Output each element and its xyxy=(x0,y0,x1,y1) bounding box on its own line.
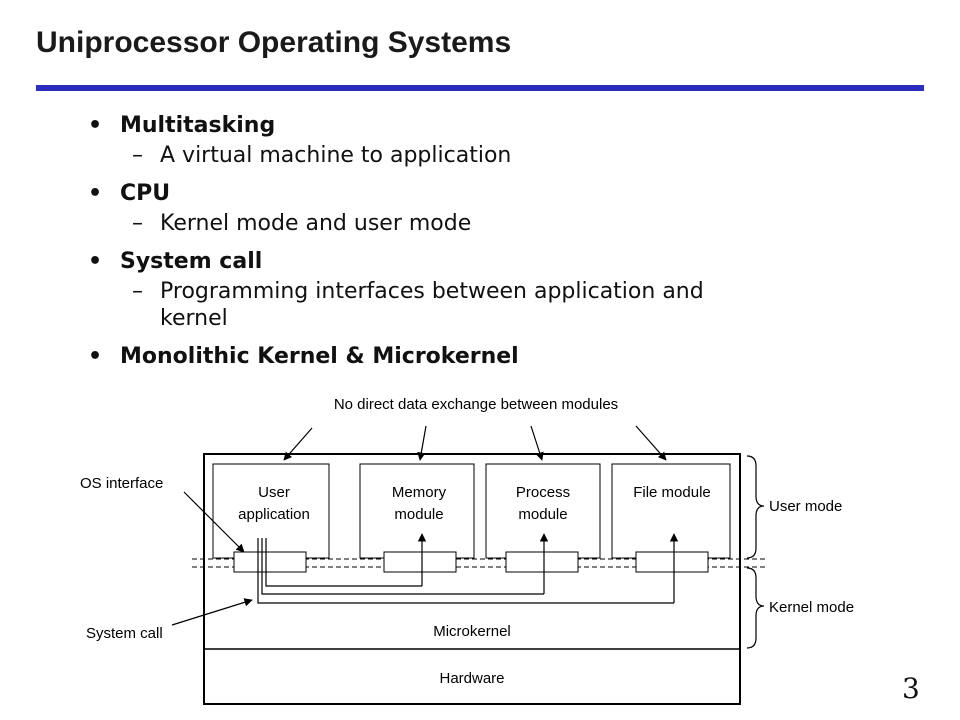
interface-port xyxy=(505,551,579,573)
annotation-arrow xyxy=(635,425,667,461)
microkernel-label: Microkernel xyxy=(433,623,511,640)
module-label: Process xyxy=(516,484,570,501)
microkernel-diagram: User application Memory module Process m… xyxy=(80,396,854,705)
os-interface-arrow xyxy=(183,491,245,553)
interface-port xyxy=(383,551,457,573)
os-interface-label: OS interface xyxy=(80,475,163,492)
user-mode-brace xyxy=(746,455,765,559)
module-label: User xyxy=(258,484,290,501)
slide-title: Uniprocessor Operating Systems xyxy=(36,26,512,59)
module-label: module xyxy=(394,506,443,523)
module-label: module xyxy=(518,506,567,523)
module-box-process xyxy=(485,463,601,559)
module-label: Memory xyxy=(392,484,447,501)
interface-port xyxy=(635,551,709,573)
bullet-cpu: •CPU xyxy=(88,180,171,206)
bullet-system-call: •System call xyxy=(88,248,263,274)
module-box-file xyxy=(611,463,731,559)
system-call-wiring xyxy=(257,533,679,604)
annotation-arrow xyxy=(417,425,427,461)
annotation-arrow xyxy=(530,425,544,461)
hardware-label: Hardware xyxy=(439,670,504,687)
top-annotation: No direct data exchange between modules xyxy=(334,396,618,413)
sub-bullet: –A virtual machine to application xyxy=(132,143,512,168)
module-box-memory xyxy=(359,463,475,559)
annotation-arrow xyxy=(283,427,313,461)
system-call-label: System call xyxy=(86,625,163,642)
module-label: File module xyxy=(633,484,711,501)
kernel-mode-brace xyxy=(746,567,765,649)
bullet-list: •Multitasking –A virtual machine to appl… xyxy=(88,108,908,373)
user-mode-label: User mode xyxy=(769,498,842,515)
system-call-arrow xyxy=(171,598,253,626)
bullet-multitasking: •Multitasking xyxy=(88,112,276,138)
interface-port xyxy=(233,551,307,573)
bullet-kernels: •Monolithic Kernel & Microkernel xyxy=(88,343,519,369)
system-frame xyxy=(203,453,741,705)
module-label: application xyxy=(238,506,310,523)
sub-bullet: –Kernel mode and user mode xyxy=(132,211,472,236)
kernel-mode-label: Kernel mode xyxy=(769,599,854,616)
sub-bullet: –Programming interfaces between applicat… xyxy=(132,279,704,331)
page-number: 3 xyxy=(902,672,920,705)
title-underline xyxy=(36,85,924,91)
